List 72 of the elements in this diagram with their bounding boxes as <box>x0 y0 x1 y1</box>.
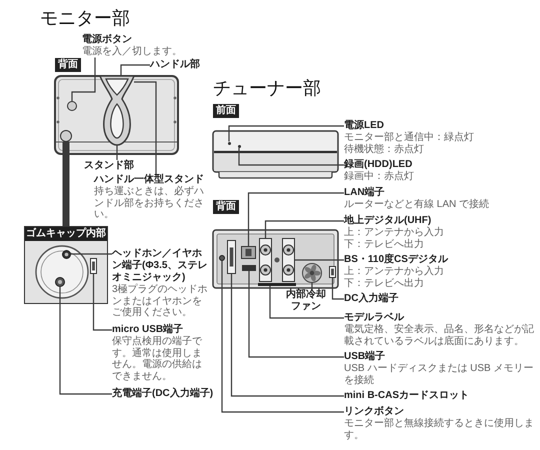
callout-title: 録画(HDD)LED <box>344 159 412 170</box>
antenna-connectors <box>282 238 295 282</box>
leader-line <box>311 283 313 289</box>
status-led <box>238 145 240 148</box>
leader-line <box>116 145 118 160</box>
card-slot <box>227 240 236 274</box>
lan-port <box>241 246 256 259</box>
model-label-strip <box>258 283 296 286</box>
callout-text: ルーターなどと有線 LAN で接続 <box>344 199 490 210</box>
view-label: 前面 <box>213 104 239 118</box>
dc-input-port <box>329 266 336 278</box>
leader-line <box>59 287 112 395</box>
callout-title: USB端子 <box>344 351 386 363</box>
view-label: 背面 <box>213 200 239 214</box>
callout-title: モデルラベル <box>344 312 404 324</box>
callout-title: リンクボタン <box>344 406 404 418</box>
callout-text: 待機状態：赤点灯 <box>344 144 424 155</box>
callout-title: mini B-CASカードスロット <box>344 390 469 402</box>
callout-title: スタンド部 <box>84 160 134 172</box>
callout-title: 充電端子(DC入力端子) <box>112 388 214 400</box>
antenna-connectors <box>259 238 272 282</box>
leader-line <box>332 278 344 300</box>
leader-line <box>238 148 344 166</box>
part-label: 内部冷却ファン <box>285 289 327 313</box>
closeup-title: ゴムキャップ内部 <box>25 227 107 241</box>
leader-line <box>70 253 112 255</box>
section-heading: チューナー部 <box>213 77 321 100</box>
cooling-fan <box>302 263 322 283</box>
handle-stand-drawing <box>100 76 134 145</box>
closeup-panel <box>24 226 108 304</box>
callout-title: 電源ボタン <box>82 34 132 46</box>
callout-text: 電気定格、安全表示、品名、形名などが記載されているラベルは底面にあります。 <box>344 324 535 347</box>
leader-line <box>71 58 96 101</box>
leader-line <box>228 125 344 142</box>
leader-line <box>92 274 112 331</box>
leader-line <box>221 261 344 413</box>
callout-title: ハンドル部 <box>150 59 200 71</box>
callout-title: ハンドル一体型スタンド <box>94 174 204 186</box>
leader-line <box>134 81 157 174</box>
zoom-connector <box>62 142 70 226</box>
callout-title: LAN端子 <box>344 187 385 199</box>
callout-text: 3極プラグのヘッドホンまたはイヤホンをご使用ください。 <box>112 284 209 318</box>
section-heading: モニター部 <box>40 7 130 30</box>
usb-port <box>90 258 97 274</box>
usb-port <box>242 265 256 271</box>
callout-title: micro USB端子 <box>112 324 184 336</box>
callout-text: モニター部と無線接続するときに使用します。 <box>344 418 535 441</box>
link-button <box>219 255 225 261</box>
leader-line <box>248 192 344 246</box>
view-label: 背面 <box>55 58 81 72</box>
callout-title: DC入力端子 <box>344 293 398 305</box>
leader-line <box>230 274 344 397</box>
callout-title: BS・110度CSデジタル <box>344 254 448 266</box>
status-led <box>228 142 230 144</box>
callout-text: 下：テレビへ出力 <box>344 278 424 289</box>
leader-line <box>269 286 344 319</box>
callout-text: モニター部と通信中：緑点灯 <box>344 132 474 144</box>
callout-text: 保守点検用の端子です。通常は使用しません。電源の供給はできません。 <box>112 336 203 382</box>
callout-text: 電源を入／切します。 <box>82 46 182 58</box>
leader-line <box>295 259 344 261</box>
callout-title: 電源LED <box>344 120 384 132</box>
callout-title: 地上デジタル(UHF) <box>344 215 432 226</box>
callout-text: 上：アンテナから入力 <box>344 266 444 278</box>
callout-text: 持ち運ぶときは、必ずハンドル部をお持ちください。 <box>94 186 205 220</box>
callout-text: 下：テレビへ出力 <box>344 238 424 250</box>
callout-title: ヘッドホン／イヤホン端子(Φ3.5、ステレオミニジャック) <box>112 248 208 284</box>
leader-line <box>264 220 344 238</box>
leader-line <box>248 271 344 358</box>
callout-text: USB ハードディスクまたは USB メモリーを接続 <box>344 363 534 386</box>
callout-text: 録画中：赤点灯 <box>344 171 414 182</box>
leader-line <box>120 64 150 76</box>
callout-text: 上：アンテナから入力 <box>344 227 444 238</box>
